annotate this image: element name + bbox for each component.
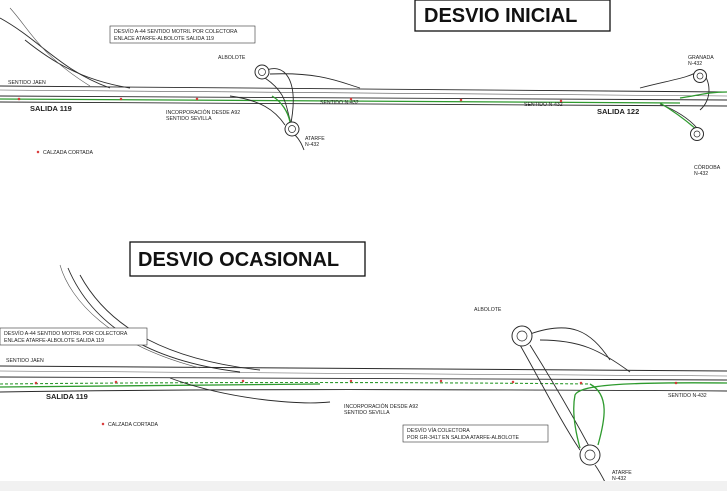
bottom-note-line1: DESVÍO A-44 SENTIDO MOTRIL POR COLECTORA: [4, 330, 128, 337]
bottom-sentido-jaen: SENTIDO JAEN: [6, 358, 44, 364]
bottom-highway-median: [0, 376, 727, 381]
top-cordoba-roundabout: [690, 127, 704, 141]
top-east-ramp-1: [639, 69, 701, 89]
top-east-detour: [659, 102, 698, 131]
bottom-colectora-2: POR GR-3417 EN SALIDA ATARFE-ALBOLOTE: [407, 435, 519, 441]
bottom-incorporacion-2: SENTIDO SEVILLA: [344, 410, 390, 416]
bottom-albolote-roundabout-island: [516, 330, 528, 342]
top-panel: DESVIO INICIAL DESVÍO A-44 SENTIDO MOTRI…: [0, 0, 727, 177]
bottom-closed-marks: [34, 379, 678, 385]
top-note-line2: ENLACE ATARFE-ALBOLOTE SALIDA 119: [114, 36, 214, 42]
top-albolote-label: ALBOLOTE: [218, 55, 246, 61]
bottom-legend-label: CALZADA CORTADA: [108, 422, 159, 428]
bottom-note-line2: ENLACE ATARFE-ALBOLOTE SALIDA 119: [4, 338, 104, 344]
top-note-line1: DESVÍO A-44 SENTIDO MOTRIL POR COLECTORA: [114, 28, 238, 35]
bottom-ramp-3: [519, 344, 581, 451]
top-interchange-ramp-4: [229, 95, 286, 126]
top-atarfe-roundabout: [284, 121, 300, 137]
top-atarfe-road: [294, 134, 305, 151]
top-sentido-n432-b: SENTIDO N-432: [524, 102, 563, 108]
top-atarfe-road: N-432: [305, 142, 319, 148]
bottom-panel: DESVIO OCASIONAL DESVÍO A-44 SENTIDO MOT…: [0, 241, 727, 485]
bottom-highway-north-edge: [0, 365, 727, 372]
bottom-branch-road-2: [79, 274, 261, 371]
top-granada-roundabout-island: [696, 72, 704, 80]
top-incorporacion-1: INCORPORACIÓN DESDE A92: [166, 109, 240, 116]
top-granada-roundabout: [693, 69, 707, 83]
bottom-title-box: [129, 241, 366, 277]
top-cordoba-road: N-432: [694, 171, 708, 177]
bottom-colectora-box: [402, 424, 549, 443]
top-granada-label: GRANADA: [688, 55, 714, 61]
bottom-sentido-n432: SENTIDO N-432: [668, 393, 707, 399]
bottom-atarfe-label: ATARFE: [612, 470, 632, 476]
top-legend-x-icon: [36, 150, 40, 154]
top-albolote-roundabout-island: [258, 68, 266, 76]
bottom-detour-east: [573, 382, 727, 449]
bottom-highway-south-edge: [0, 389, 727, 393]
bottom-title: DESVIO OCASIONAL: [138, 249, 339, 271]
bottom-incorporacion-1: INCORPORACIÓN DESDE A92: [344, 403, 418, 410]
bottom-atarfe-road: N-432: [612, 476, 626, 482]
bottom-branch-road-3: [59, 264, 201, 369]
top-interchange-ramp-2: [264, 77, 293, 126]
top-interchange-ramp-3: [269, 73, 361, 89]
top-atarfe-label: ATARFE: [305, 136, 325, 142]
bottom-highway-lane: [0, 370, 727, 377]
top-note-box: [109, 25, 256, 44]
top-sentido-n432-a: SENTIDO N-432: [320, 100, 359, 106]
bottom-incorporation-road: [169, 377, 331, 404]
bottom-detour-down: [589, 383, 605, 446]
bottom-ramp-1: [529, 327, 611, 361]
top-detour-link: [271, 95, 291, 123]
top-branch-road-3: [9, 7, 91, 87]
top-title-box: [414, 0, 611, 32]
top-branch-road-1: [0, 17, 111, 89]
top-closed-marks: [17, 97, 563, 103]
bottom-note-box: [0, 327, 148, 346]
bottom-atarfe-roundabout: [579, 444, 601, 466]
top-legend-label: CALZADA CORTADA: [43, 150, 94, 156]
bottom-salida-119: SALIDA 119: [46, 392, 88, 401]
top-branch-road-2: [24, 39, 131, 89]
bottom-legend-x-icon: [101, 422, 105, 426]
bottom-atarfe-roundabout-island: [584, 449, 596, 461]
top-salida-122: SALIDA 122: [597, 107, 639, 116]
top-albolote-roundabout: [254, 64, 270, 80]
top-title: DESVIO INICIAL: [424, 5, 577, 27]
top-granada-road: N-432: [688, 61, 702, 67]
top-sentido-jaen: SENTIDO JAEN: [8, 80, 46, 86]
top-salida-119: SALIDA 119: [30, 104, 72, 113]
top-detour-route: [0, 98, 681, 104]
bottom-ramp-4: [529, 344, 591, 449]
top-east-detour-2: [679, 91, 727, 99]
top-incorporacion-2: SENTIDO SEVILLA: [166, 116, 212, 122]
bottom-ramp-2: [539, 339, 631, 373]
bottom-detour-west: [0, 383, 321, 388]
bottom-albolote-roundabout: [511, 325, 533, 347]
top-cordoba-label: CÓRDOBA: [694, 164, 721, 171]
bottom-branch-road-1: [67, 267, 241, 373]
bottom-fade-bar: [0, 481, 727, 491]
top-atarfe-roundabout-island: [288, 125, 296, 133]
bottom-colectora-1: DESVÍO VÍA COLECTORA: [407, 427, 470, 434]
top-cordoba-roundabout-island: [693, 130, 701, 138]
bottom-albolote-label: ALBOLOTE: [474, 307, 502, 313]
